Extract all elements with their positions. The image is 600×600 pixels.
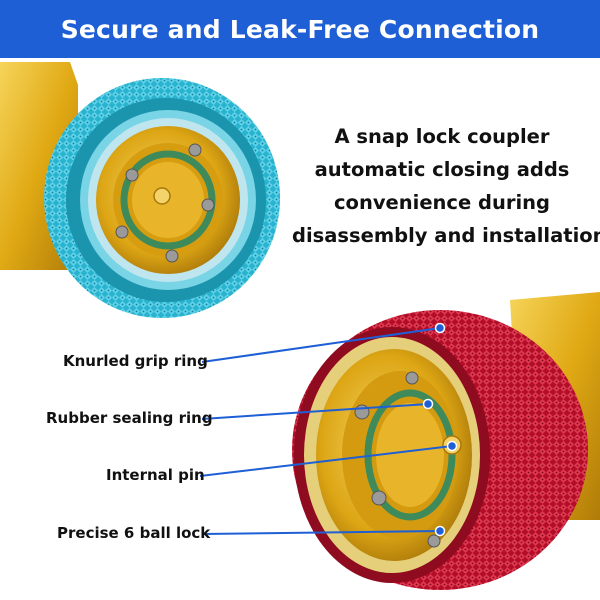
description-line: automatic closing adds (314, 158, 570, 181)
feature-description: A snap lock coupler automatic closing ad… (292, 120, 600, 252)
callout-leader-dots (422, 322, 458, 537)
callout-leader-lines (199, 327, 453, 535)
leader-knurled-grip-ring (201, 327, 441, 363)
blue-ball-bearings (115, 143, 215, 263)
leader-rubber-sealing-ring (201, 403, 429, 420)
description-line: disassembly and installation. (292, 224, 600, 247)
leader-ball-lock (201, 530, 441, 535)
red-coupler (292, 292, 600, 590)
blue-coupler (0, 62, 280, 318)
red-ball-bearings (354, 371, 441, 548)
callout-knurled-grip-ring: Knurled grip ring (63, 352, 208, 370)
title-banner: Secure and Leak-Free Connection (0, 0, 600, 58)
callout-ball-lock: Precise 6 ball lock (57, 524, 211, 542)
description-line: convenience during (333, 191, 550, 214)
callout-rubber-sealing-ring: Rubber sealing ring (46, 409, 213, 427)
blue-internal-pin (153, 187, 171, 205)
description-line: A snap lock coupler (334, 125, 550, 148)
callout-internal-pin: Internal pin (106, 466, 205, 484)
leader-internal-pin (199, 445, 453, 477)
banner-title: Secure and Leak-Free Connection (60, 14, 540, 44)
